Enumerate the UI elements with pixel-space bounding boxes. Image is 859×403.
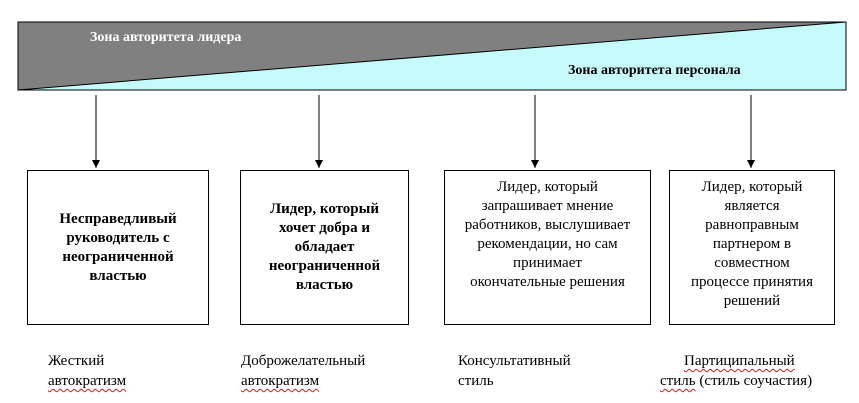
box-2-line-3: обладает (294, 239, 355, 255)
box-3-line-3: работников, выслушивает (464, 217, 631, 233)
box-1-line-4: властью (89, 267, 147, 284)
staff-zone-label: Зона авторитета персонала (568, 63, 741, 78)
caption-2-line-2: автократизм (241, 373, 320, 389)
box-2-line-1: Лидер, который (269, 201, 379, 217)
box-4-line-7: решений (723, 293, 781, 309)
box-3-line-5: принимает (513, 255, 582, 271)
caption-consultative-style: Консультативный стиль (458, 351, 571, 391)
box-4-line-1: Лидер, который (701, 179, 803, 195)
zones-divider-line (17, 21, 847, 91)
style-box-4: Лидер, который является равноправным пар… (669, 170, 835, 325)
caption-4-line-2a: стиль (660, 373, 696, 389)
caption-3-line-2: стиль (458, 373, 494, 389)
box-1-line-3: неограниченной (62, 248, 174, 265)
leader-zone-label: Зона авторитета лидера (90, 30, 242, 45)
caption-4-line-1: Партиципальный (684, 353, 795, 369)
box-4-line-4: партнером в (712, 236, 792, 252)
caption-1-line-2: автократизм (48, 373, 127, 389)
box-4-line-5: совместном (714, 255, 790, 271)
caption-4-line-2b: (стиль соучастия) (695, 373, 813, 389)
caption-benevolent-autocracy: Доброжелательный автократизм (241, 351, 365, 391)
caption-1-line-1: Жесткий (48, 353, 105, 369)
box-2-line-4: неограниченной (268, 258, 381, 274)
box-2-line-2: хочет добра и (278, 220, 371, 236)
caption-2-line-1: Доброжелательный (241, 353, 366, 369)
box-1-line-1: Несправедливый (59, 210, 177, 227)
box-3-line-1: Лидер, который (497, 179, 598, 195)
box-1-line-2: руководитель с (66, 229, 170, 246)
style-box-2: Лидер, который хочет добра и обладает не… (240, 170, 409, 325)
box-4-line-3: равноправным (705, 217, 799, 233)
caption-participative-style: Партиципальный стиль (стиль соучастия) (660, 351, 812, 391)
caption-hard-autocracy: Жесткий автократизм (48, 351, 126, 391)
box-3-line-6: окончательные решения (470, 274, 625, 290)
caption-3-line-1: Консультативный (458, 353, 571, 369)
box-3-line-4: рекомендации, но сам (477, 236, 618, 252)
style-box-1: Несправедливый руководитель с неограниче… (27, 170, 209, 325)
box-3-line-2: запрашивает мнение (481, 198, 614, 214)
box-2-line-5: властью (295, 277, 354, 293)
box-4-line-6: процессе принятия (691, 274, 813, 290)
box-4-line-2: является (724, 198, 780, 214)
style-box-3: Лидер, который запрашивает мнение работн… (444, 170, 651, 325)
zones-frame (17, 21, 847, 91)
